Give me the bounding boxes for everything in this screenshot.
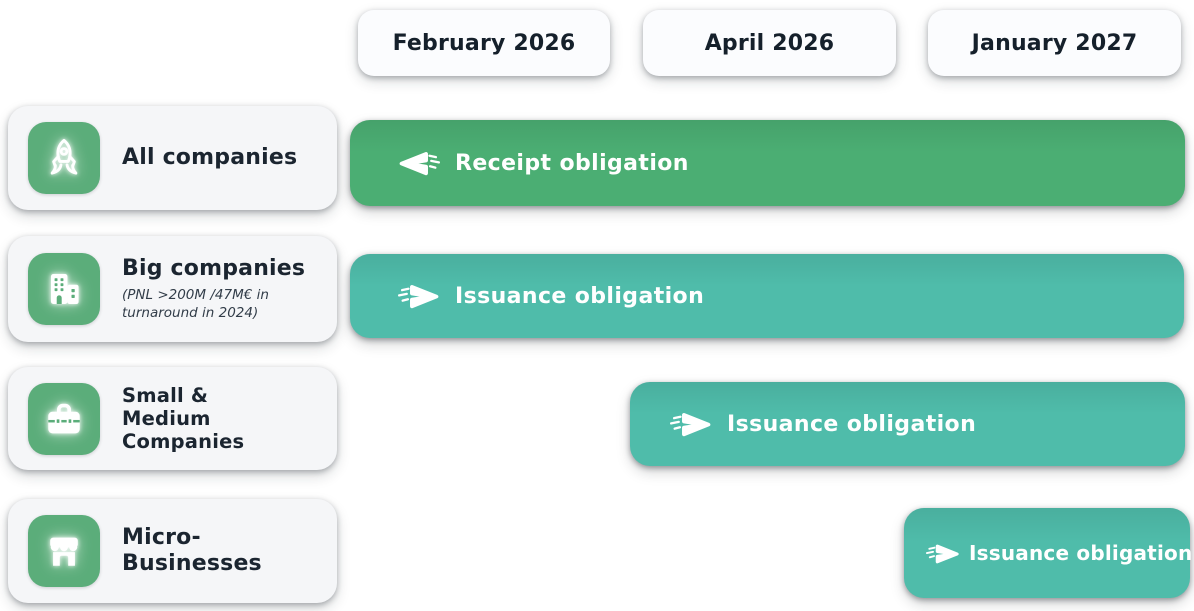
bar-label: Issuance obligation bbox=[455, 283, 705, 309]
row-subtitle: (PNL >200M /47M€ in turnaround in 2024) bbox=[122, 286, 269, 321]
row-title: Big companies bbox=[122, 255, 306, 281]
bar-label: Receipt obligation bbox=[455, 150, 689, 176]
paper-plane-right-icon bbox=[398, 284, 439, 309]
timeline-bar-issuance-obligation-sme: Issuance obligation bbox=[630, 382, 1185, 466]
bar-label: Issuance obligation bbox=[969, 541, 1193, 565]
row-title: Small & Medium Companies bbox=[122, 384, 245, 453]
column-header-label: January 2027 bbox=[971, 30, 1138, 56]
timeline-bar-issuance-obligation-micro: Issuance obligation bbox=[904, 508, 1193, 598]
paper-plane-right-icon bbox=[926, 544, 959, 563]
storefront-icon bbox=[28, 515, 100, 587]
row-card-big-companies: Big companies (PNL >200M /47M€ in turnar… bbox=[8, 236, 337, 342]
paper-plane-right-icon bbox=[670, 412, 711, 437]
row-card-micro-businesses: Micro-Businesses bbox=[8, 499, 337, 603]
column-header-january-2027: January 2027 bbox=[928, 10, 1181, 76]
column-header-label: April 2026 bbox=[704, 30, 835, 56]
rocket-icon bbox=[28, 122, 100, 194]
buildings-icon bbox=[28, 253, 100, 325]
briefcase-icon bbox=[28, 382, 100, 455]
row-title: All companies bbox=[122, 145, 298, 171]
timeline-bar-receipt-obligation: Receipt obligation bbox=[350, 120, 1185, 206]
row-title: Micro-Businesses bbox=[122, 525, 262, 576]
column-header-april-2026: April 2026 bbox=[643, 10, 896, 76]
row-card-small-medium-companies: Small & Medium Companies bbox=[8, 367, 337, 470]
column-header-label: February 2026 bbox=[392, 30, 576, 56]
column-header-february-2026: February 2026 bbox=[358, 10, 610, 76]
paper-plane-left-icon bbox=[399, 151, 440, 176]
bar-label: Issuance obligation bbox=[727, 411, 977, 437]
row-card-all-companies: All companies bbox=[8, 106, 337, 210]
timeline-bar-issuance-obligation-big: Issuance obligation bbox=[350, 254, 1184, 338]
